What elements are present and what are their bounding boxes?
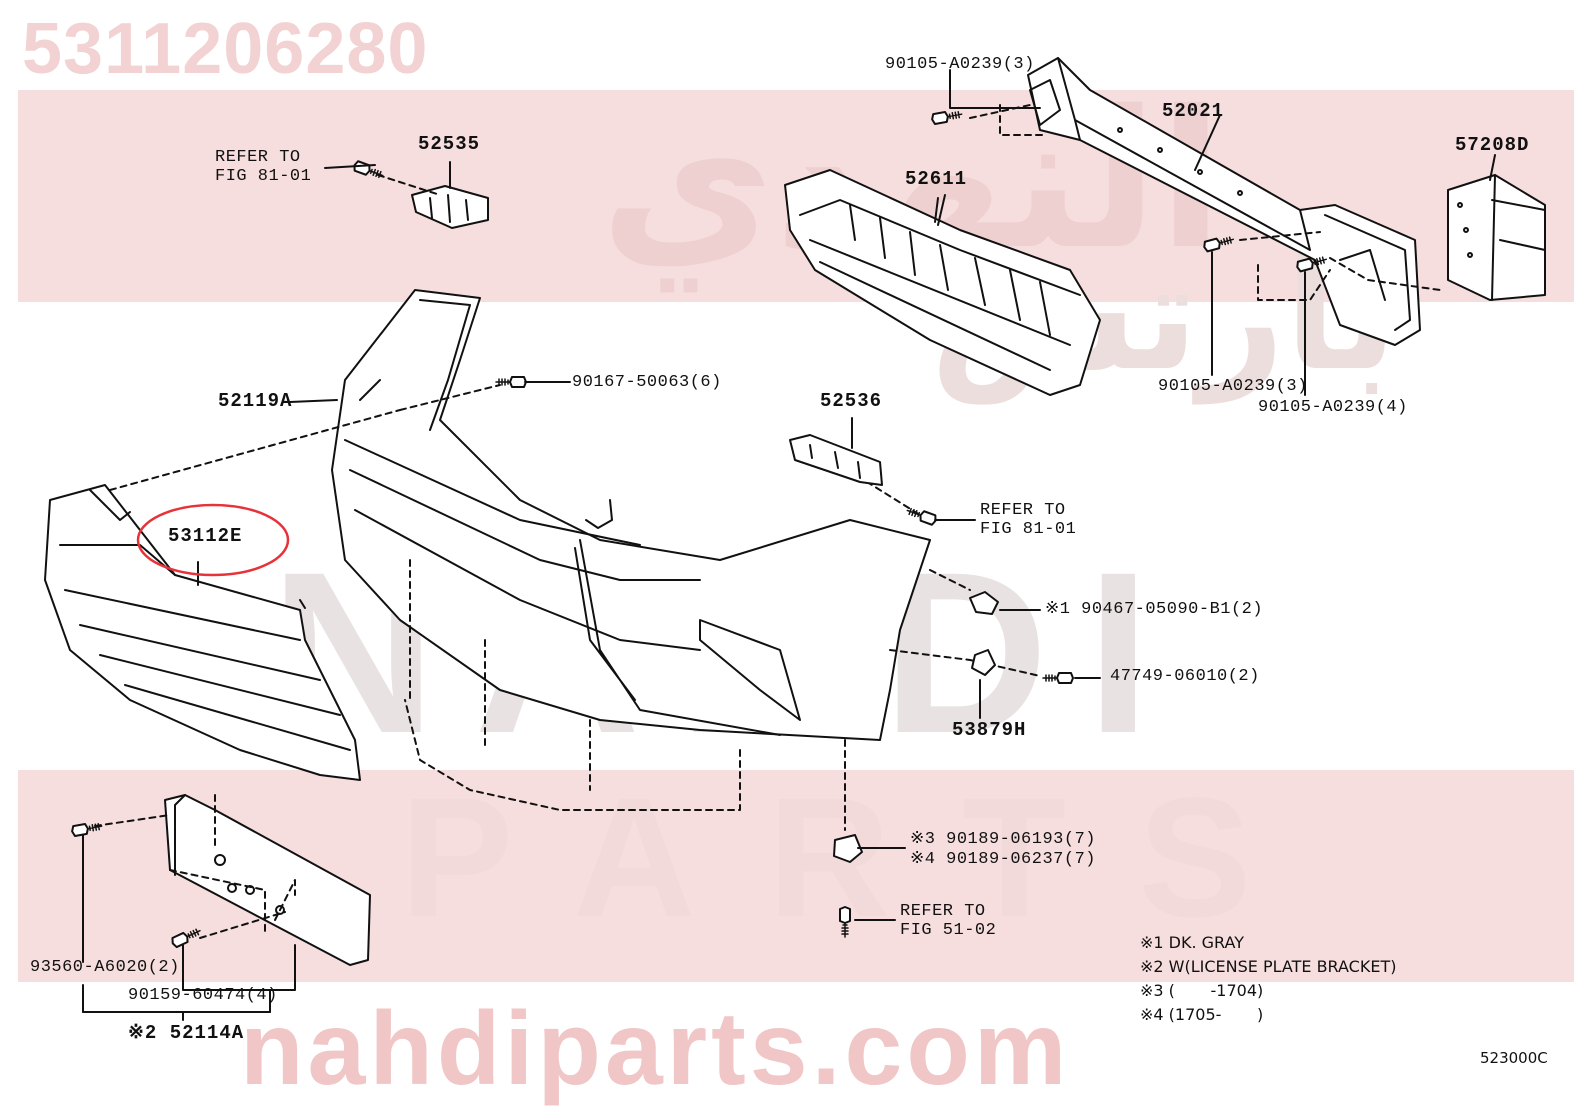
label-refer-81-mid-1: REFER TO [980, 501, 1066, 520]
label-52536: 52536 [820, 390, 883, 412]
label-90467-05090-b1: ※1 90467-05090-B1(2) [1045, 600, 1264, 619]
note-4: ※4 (1705- ) [1140, 1005, 1264, 1024]
label-93560-a6020: 93560-A6020(2) [30, 958, 180, 977]
absorber-52611 [784, 169, 1101, 396]
label-52114a: ※2 52114A [128, 1022, 245, 1044]
absorber-side-57208d [1447, 174, 1546, 301]
label-52611: 52611 [905, 168, 968, 190]
watermark-site: nahdiparts.com [240, 991, 1071, 1107]
label-refer-81-top-2: FIG 81-01 [215, 167, 312, 186]
note-2: ※2 W(LICENSE PLATE BRACKET) [1140, 957, 1397, 976]
label-90105-a0239-low: 90105-A0239(4) [1258, 398, 1408, 417]
note-1: ※1 DK. GRAY [1140, 933, 1244, 952]
label-refer-81-mid-2: FIG 81-01 [980, 520, 1077, 539]
highlight-ellipse [136, 503, 290, 577]
label-refer-51-2: FIG 51-02 [900, 921, 997, 940]
label-52535: 52535 [418, 133, 481, 155]
label-90105-a0239-top: 90105-A0239(3) [885, 55, 1035, 74]
label-53879h: 53879H [952, 719, 1027, 741]
label-90159-60474: 90159-60474(4) [128, 986, 278, 1005]
label-90167-50063: 90167-50063(6) [572, 373, 722, 392]
label-90105-a0239-mid: 90105-A0239(3) [1158, 377, 1308, 396]
license-plate-bracket [164, 794, 371, 966]
label-refer-81-top-1: REFER TO [215, 148, 301, 167]
label-90189-06237: ※4 90189-06237(7) [910, 850, 1096, 869]
retainer-52536 [789, 434, 883, 486]
note-3: ※3 ( -1704) [1140, 981, 1264, 1000]
label-52021: 52021 [1162, 100, 1225, 122]
label-90189-06193: ※3 90189-06193(7) [910, 830, 1096, 849]
watermark-part-number: 5311206280 [22, 9, 429, 89]
watermark-parts: PARTS [400, 763, 1324, 953]
grille-53112e [44, 484, 361, 781]
label-52119a: 52119A [218, 390, 293, 412]
diagram-code: 523000C [1480, 1049, 1548, 1067]
reinforcement-52021 [1027, 57, 1421, 346]
bumper-cover-52119a [331, 289, 931, 741]
retainer-52535 [411, 185, 489, 229]
label-57208d: 57208D [1455, 134, 1530, 156]
label-53112e: 53112E [168, 525, 243, 547]
label-refer-51-1: REFER TO [900, 902, 986, 921]
label-47749-06010: 47749-06010(2) [1110, 667, 1260, 686]
